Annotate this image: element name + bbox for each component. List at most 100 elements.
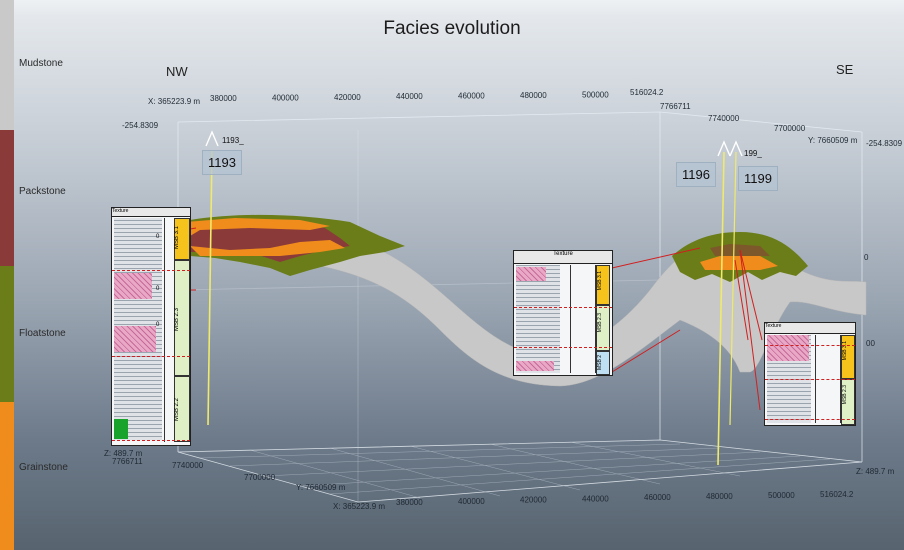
z-axis-bottom-right: Z: 489.7 m bbox=[856, 467, 895, 476]
legend-label-grainstone: Grainstone bbox=[19, 462, 68, 473]
x-axis-bottom-start: X: 365223.9 m bbox=[333, 502, 385, 511]
log-header-right: Texture bbox=[765, 323, 855, 334]
well-1199-trajectory[interactable] bbox=[729, 151, 737, 426]
well-log-right[interactable]: Texture MSB 3.1 MSB 2.3 bbox=[764, 322, 856, 426]
x-axis-top-tick: 480000 bbox=[520, 91, 547, 100]
correlation-lines bbox=[183, 227, 763, 411]
legend-swatch-mudstone bbox=[0, 0, 14, 130]
axis-labels: X: 365223.9 m 380000 400000 420000 440000 460… bbox=[104, 88, 903, 511]
well-1193-trajectory[interactable] bbox=[207, 149, 213, 426]
msb-zone-left-2 bbox=[174, 260, 190, 376]
marker-line-right-3 bbox=[765, 419, 855, 420]
y-axis-bottom-start: 7766711 bbox=[112, 457, 143, 466]
log-track-left bbox=[164, 218, 174, 442]
log-mark-left-3: 0 bbox=[156, 322, 160, 328]
well-label-1196[interactable]: 1196 bbox=[676, 162, 716, 187]
x-axis-bottom-tick: 420000 bbox=[520, 496, 547, 505]
x-axis-top-start: X: 365223.9 m bbox=[148, 97, 200, 106]
msb-zone-right-1 bbox=[841, 335, 855, 379]
log-header-middle: Texture bbox=[514, 251, 612, 264]
marker-line-middle-2 bbox=[514, 347, 612, 348]
msb-label-left-2: MSB 2.3 bbox=[174, 308, 180, 332]
marker-line-middle-1 bbox=[514, 307, 612, 308]
x-axis-bottom-tick: 500000 bbox=[768, 491, 795, 500]
lithology-green-left bbox=[114, 419, 128, 439]
msb-label-right-1: MSB 3.1 bbox=[842, 341, 848, 361]
lithology-pink-left-1 bbox=[114, 273, 152, 299]
well-log-middle[interactable]: Texture MSB 3.1 MSB 2.3 MSB 2 bbox=[513, 250, 613, 376]
z-axis-bottom-left: Z: 489.7 m bbox=[104, 449, 143, 458]
x-axis-bottom-end: 516024.2 bbox=[820, 490, 854, 499]
y-axis-top-tick: 7766711 bbox=[660, 102, 691, 111]
msb-label-middle-3: MSB 2 bbox=[597, 355, 603, 371]
x-axis-bottom-tick: 400000 bbox=[458, 497, 485, 506]
msb-label-left-3: MSB 2.2 bbox=[174, 398, 180, 422]
marker-line-right-1 bbox=[765, 345, 855, 346]
msb-label-middle-2: MSB 2.3 bbox=[597, 313, 603, 333]
log-mark-left-1: 0 bbox=[156, 234, 160, 240]
marker-line-right-2 bbox=[765, 379, 855, 380]
msb-zone-left-1 bbox=[174, 218, 190, 260]
y-axis-bottom-end: Y: 7660509 m bbox=[296, 483, 346, 492]
x-axis-bottom-tick: 440000 bbox=[582, 494, 609, 503]
well-label-1193[interactable]: 1193 bbox=[202, 150, 242, 175]
x-axis-top-tick: 420000 bbox=[334, 93, 361, 102]
x-axis-bottom-tick: 460000 bbox=[644, 493, 671, 502]
log-mark-left-2: 0 bbox=[156, 286, 160, 292]
well-markers bbox=[205, 130, 743, 157]
well-label-1199[interactable]: 1199 bbox=[738, 166, 778, 191]
direction-nw: NW bbox=[166, 64, 188, 79]
log-track-middle bbox=[570, 265, 596, 373]
well-small-label-1193: 1193_ bbox=[222, 136, 244, 145]
floor-grid bbox=[199, 441, 831, 499]
lithology-pink-middle-1 bbox=[516, 267, 546, 281]
z-axis-right-tick: 0 bbox=[864, 253, 869, 262]
legend-label-floatstone: Floatstone bbox=[19, 328, 66, 339]
legend-swatch-grainstone bbox=[0, 402, 14, 550]
msb-zone-left-3 bbox=[174, 376, 190, 442]
grainstone-base-left bbox=[190, 240, 345, 256]
legend-label-mudstone: Mudstone bbox=[19, 58, 63, 69]
legend-label-packstone: Packstone bbox=[19, 186, 66, 197]
x-axis-top-tick: 380000 bbox=[210, 94, 237, 103]
legend-swatch-floatstone bbox=[0, 266, 14, 402]
y-axis-bottom-tick: 7740000 bbox=[172, 461, 204, 470]
y-axis-bottom-tick: 7700000 bbox=[244, 473, 276, 482]
log-header-left: Texture bbox=[112, 208, 190, 217]
grainstone-top-left bbox=[186, 218, 330, 236]
msb-label-left-1: MSB 3.1 bbox=[174, 226, 180, 250]
msb-zone-middle-1 bbox=[596, 265, 610, 305]
msb-label-middle-1: MSB 3.1 bbox=[597, 271, 603, 291]
z-axis-top-left: -254.8309 bbox=[122, 121, 159, 130]
page-title: Facies evolution bbox=[383, 18, 521, 39]
y-axis-top-end: Y: 7660509 m bbox=[808, 136, 858, 145]
legend-swatch-packstone bbox=[0, 130, 14, 266]
lithology-pink-right bbox=[767, 335, 809, 361]
x-axis-top-tick: 400000 bbox=[272, 93, 299, 102]
x-axis-top-tick: 440000 bbox=[396, 92, 423, 101]
y-axis-top-tick: 7740000 bbox=[708, 114, 740, 123]
z-axis-top-right: -254.8309 bbox=[866, 139, 903, 148]
x-axis-bottom-tick: 380000 bbox=[396, 498, 423, 507]
msb-label-right-2: MSB 2.3 bbox=[842, 385, 848, 405]
lithology-column-middle bbox=[516, 265, 560, 373]
direction-se: SE bbox=[836, 62, 854, 77]
msb-zone-middle-2 bbox=[596, 305, 610, 351]
y-axis-top-tick: 7700000 bbox=[774, 124, 806, 133]
msb-zone-middle-3 bbox=[596, 351, 610, 375]
lithology-pink-middle-2 bbox=[516, 361, 554, 371]
well-log-left[interactable]: Texture MSB 3.1 MSB 2.3 MSB 2.2 0 0 0 bbox=[111, 207, 191, 446]
grainstone-body-right bbox=[700, 256, 778, 270]
z-axis-right-tick: 00 bbox=[866, 339, 875, 348]
x-axis-top-tick: 500000 bbox=[582, 90, 609, 99]
well-1196-trajectory[interactable] bbox=[717, 151, 725, 466]
marker-line-left-3 bbox=[112, 440, 190, 441]
x-axis-bottom-tick: 480000 bbox=[706, 492, 733, 501]
marker-line-left-2 bbox=[112, 356, 190, 357]
x-axis-top-tick: 460000 bbox=[458, 92, 485, 101]
well-small-label-1199: 199_ bbox=[744, 149, 762, 158]
lithology-pink-left-2 bbox=[114, 326, 156, 352]
facies-legend-bar bbox=[0, 0, 14, 550]
marker-line-left-1 bbox=[112, 270, 190, 271]
